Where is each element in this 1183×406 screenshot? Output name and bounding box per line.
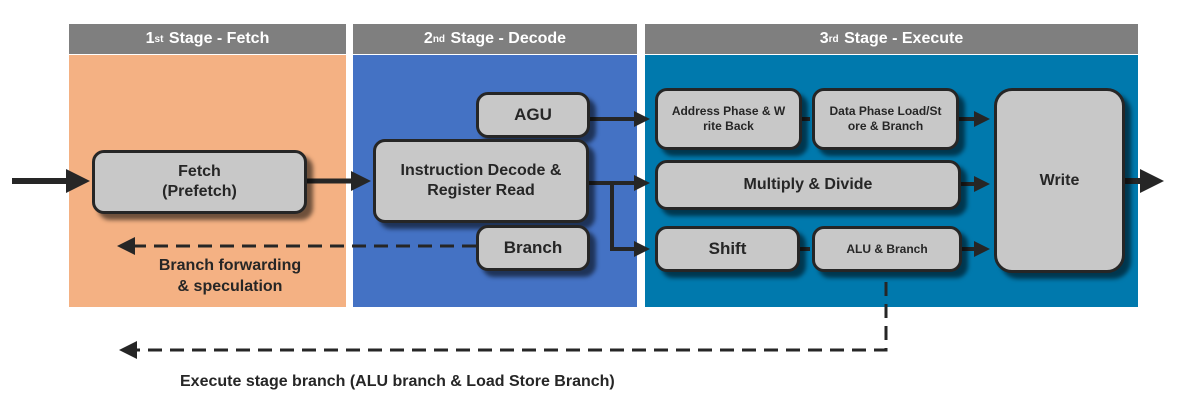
instruction-decode-block: Instruction Decode & Register Read — [373, 139, 589, 223]
arrow-decode-to-shift — [610, 183, 650, 257]
execute-stage-branch-text: Execute stage branch (ALU branch & Load … — [180, 373, 615, 390]
alu-branch-block: ALU & Branch — [812, 226, 962, 272]
multiply-divide-block: Multiply & Divide — [655, 160, 961, 210]
fetch-block: Fetch (Prefetch) — [92, 150, 307, 214]
arrow-execute-stage-branch — [119, 282, 888, 359]
stage-title: Stage - Execute — [844, 30, 964, 47]
write-block: Write — [994, 88, 1125, 273]
instruction-decode-label: Instruction Decode & Register Read — [400, 162, 562, 199]
data-phase-block: Data Phase Load/St ore & Branch — [812, 88, 959, 150]
shift-block: Shift — [655, 226, 800, 272]
stage-title: Stage - Fetch — [168, 30, 270, 47]
branch-block: Branch — [476, 225, 590, 271]
branch-forwarding-text: Branch forwarding & speculation — [158, 257, 302, 295]
branch-block-label: Branch — [503, 238, 563, 258]
stage-ordinal: 2 — [423, 30, 433, 47]
address-phase-block: Address Phase & W rite Back — [655, 88, 802, 150]
stage-ordinal-suffix: nd — [432, 33, 446, 45]
write-block-label: Write — [1039, 171, 1080, 189]
multiply-divide-label: Multiply & Divide — [743, 176, 873, 193]
agu-block-label: AGU — [514, 105, 552, 125]
shift-block-label: Shift — [708, 239, 747, 259]
stage-title: Stage - Decode — [450, 30, 567, 47]
stage-ordinal-suffix: rd — [828, 33, 839, 45]
stage-ordinal: 1 — [145, 30, 155, 47]
alu-branch-label: ALU & Branch — [846, 241, 928, 256]
address-phase-label: Address Phase & W rite Back — [671, 104, 786, 133]
fetch-block-label: Fetch (Prefetch) — [162, 163, 237, 200]
branch-forwarding-label: Branch forwarding & speculation — [140, 256, 320, 298]
stage-ordinal-suffix: st — [154, 33, 164, 45]
agu-block: AGU — [476, 92, 590, 138]
data-phase-label: Data Phase Load/St ore & Branch — [829, 104, 942, 133]
stage-ordinal: 3 — [819, 30, 829, 47]
execute-stage-branch-label: Execute stage branch (ALU branch & Load … — [180, 372, 680, 393]
